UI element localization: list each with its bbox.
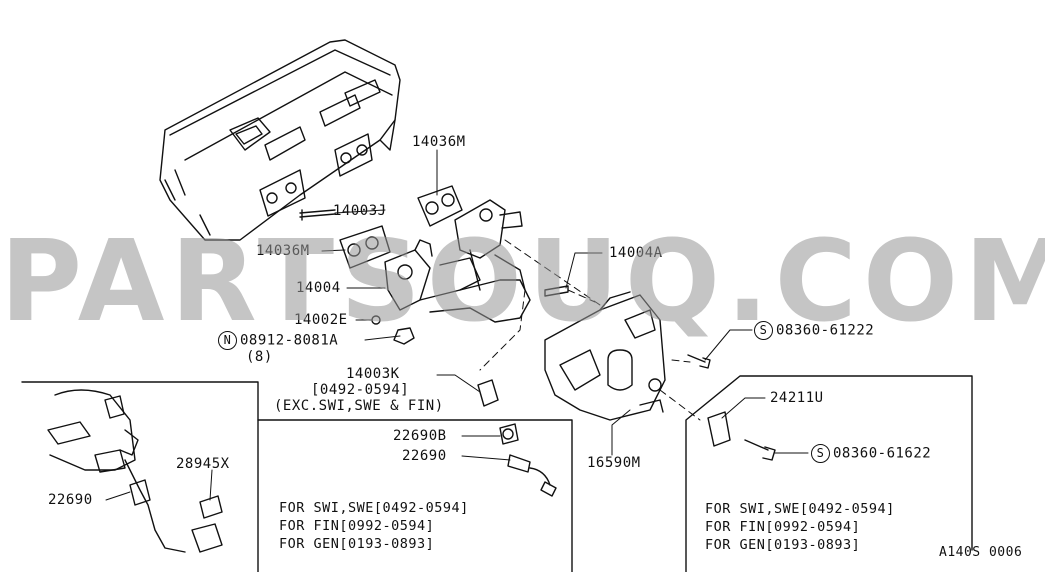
nut-symbol-icon: N — [218, 331, 237, 350]
dashed-center-lines — [479, 239, 701, 421]
heat-shield-drawing — [544, 291, 666, 421]
note-line: FOR GEN[0193-0893] — [705, 537, 861, 553]
callout-14036m-upper: 14036M — [412, 134, 466, 150]
gasket-14036m-lower-drawing — [339, 225, 391, 269]
callout-28945x: 28945X — [176, 456, 230, 472]
callout-14003k-note: (EXC.SWI,SWE & FIN) — [274, 398, 444, 414]
callout-16590m: 16590M — [587, 455, 641, 471]
nut-drawing — [393, 327, 415, 345]
note-line: FOR GEN[0193-0893] — [279, 536, 435, 552]
left-inset-frame — [21, 381, 259, 572]
oxygen-sensor-drawing — [477, 379, 557, 497]
notes-middle: FOR SWI,SWE[0492-0594] FOR FIN[0992-0594… — [279, 499, 469, 553]
note-line: FOR SWI,SWE[0492-0594] — [705, 501, 895, 517]
callout-14002e: 14002E — [294, 312, 348, 328]
left-inset-sensor-drawing — [47, 389, 223, 553]
exhaust-manifold-drawing — [384, 199, 531, 323]
diagram-code: A140S 0006 — [939, 545, 1023, 560]
callout-14004: 14004 — [296, 280, 341, 296]
bolt-right-drawing — [744, 439, 776, 461]
note-line: FOR FIN[0992-0594] — [279, 518, 435, 534]
right-inset-frame — [685, 375, 973, 572]
engine-block-drawing — [159, 39, 401, 241]
callout-14003k: 14003K — [346, 366, 400, 382]
callout-24211u: 24211U — [770, 390, 824, 406]
callout-22690: 22690 — [402, 448, 447, 464]
washer-drawing — [371, 315, 381, 325]
notes-right: FOR SWI,SWE[0492-0594] FOR FIN[0992-0594… — [705, 500, 895, 554]
stud-drawing — [299, 209, 336, 221]
callout-08912-qty: (8) — [246, 349, 273, 365]
note-line: FOR FIN[0992-0594] — [705, 519, 861, 535]
callout-22690-left: 22690 — [48, 492, 93, 508]
callout-22690b: 22690B — [393, 428, 447, 444]
screw-symbol-icon: S — [754, 321, 773, 340]
screw-symbol-icon-2: S — [811, 444, 830, 463]
leader-lines — [105, 149, 809, 501]
bolt-drawing — [687, 354, 711, 369]
note-line: FOR SWI,SWE[0492-0594] — [279, 500, 469, 516]
bracket-drawing — [707, 411, 731, 447]
gasket-14036m-upper-drawing — [417, 185, 463, 227]
middle-inset-frame — [257, 419, 573, 572]
callout-14004a: 14004A — [609, 245, 663, 261]
stud-14004a-drawing — [544, 285, 569, 297]
callout-14003j: 14003J — [333, 203, 387, 219]
callout-14003k-range: [0492-0594] — [311, 382, 410, 398]
callout-14036m-lower: 14036M — [256, 243, 310, 259]
